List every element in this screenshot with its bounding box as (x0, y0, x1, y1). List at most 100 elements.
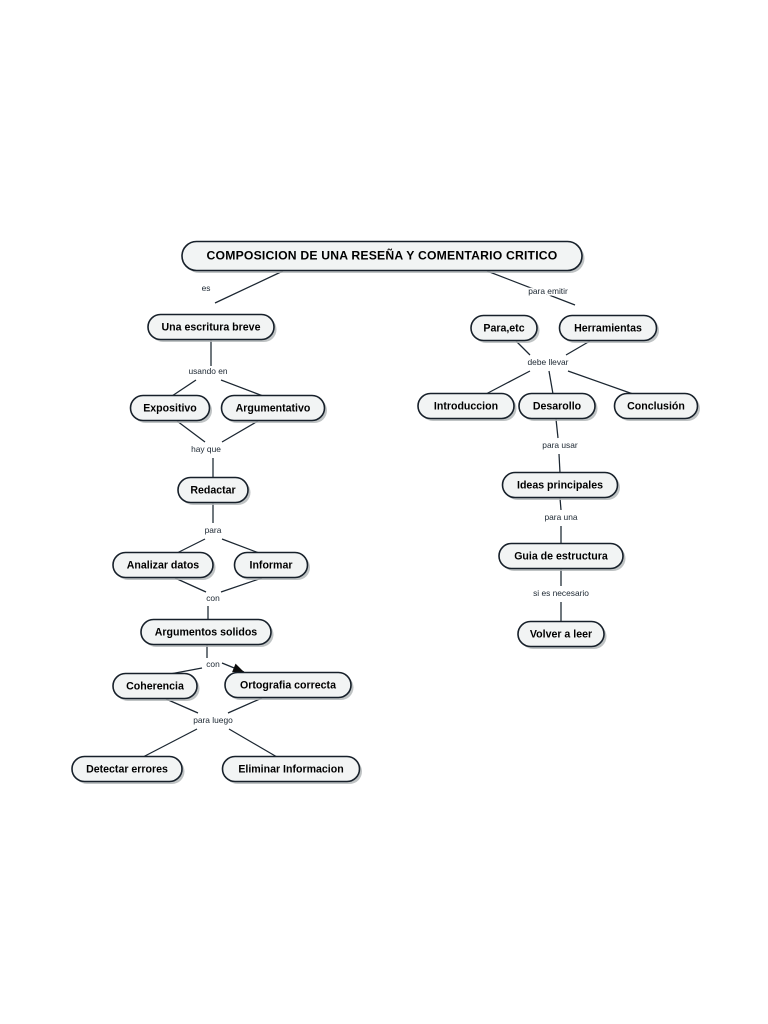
link-label: si es necesario (533, 588, 589, 598)
node-shape (417, 392, 515, 420)
node-label: Redactar (190, 484, 235, 496)
concept-node-eliminar[interactable]: Eliminar Informacion (221, 755, 363, 785)
node-label: Informar (250, 559, 293, 571)
concept-node-introduccion[interactable]: Introduccion (417, 392, 517, 422)
node-label: Expositivo (143, 402, 197, 414)
links-layer (142, 270, 634, 758)
node-shape (220, 394, 326, 422)
node-label: Volver a leer (530, 628, 592, 640)
node-shape (233, 551, 309, 579)
node-shape (613, 392, 699, 420)
link-label-halo: usando en (188, 366, 227, 376)
concept-node-conclusion[interactable]: Conclusión (613, 392, 701, 422)
connector-line (221, 538, 260, 554)
connector-line (515, 340, 531, 356)
node-label: Eliminar Informacion (238, 763, 343, 775)
node-shape (498, 542, 624, 570)
node-shape (558, 314, 658, 342)
node-label: Ortografia correcta (240, 679, 336, 691)
link-label-halo: para emitir (528, 286, 568, 296)
link-label: es (202, 283, 211, 293)
node-shape (518, 392, 596, 420)
link-label: para luego (193, 715, 233, 725)
node-label: Argumentos solidos (155, 626, 258, 638)
connector-line (171, 379, 197, 397)
node-label: Detectar errores (86, 763, 168, 775)
link-label-halo: hay que (191, 444, 221, 454)
concept-node-escritura[interactable]: Una escritura breve (147, 313, 277, 343)
connector-line (558, 453, 561, 474)
node-shape (112, 551, 214, 579)
concept-node-redactar[interactable]: Redactar (177, 476, 251, 506)
node-shape (177, 476, 249, 504)
concept-node-expositivo[interactable]: Expositivo (129, 394, 213, 424)
concept-node-ortografia[interactable]: Ortografia correcta (224, 671, 354, 701)
node-label: Ideas principales (517, 479, 603, 491)
concept-node-ideas[interactable]: Ideas principales (501, 471, 621, 501)
node-label: Una escritura breve (162, 321, 261, 333)
node-shape (224, 671, 352, 699)
node-shape (129, 394, 211, 422)
connector-line (567, 370, 634, 395)
concept-node-herramientas[interactable]: Herramientas (558, 314, 660, 344)
node-label: Para,etc (483, 322, 524, 334)
connector-line (555, 418, 559, 439)
node-shape (71, 755, 183, 783)
link-label-halo: si es necesario (533, 588, 589, 598)
node-label: Introduccion (434, 400, 498, 412)
connector-line (228, 728, 278, 758)
connector-line (485, 370, 531, 395)
link-label-halo: con (206, 659, 220, 669)
concept-node-paraetc[interactable]: Para,etc (470, 314, 540, 344)
node-shape (112, 672, 198, 700)
concept-node-desarollo[interactable]: Desarollo (518, 392, 598, 422)
connector-line (165, 698, 199, 714)
connector-line (565, 340, 591, 356)
connector-line (221, 420, 259, 443)
connector-line (174, 577, 207, 593)
link-label: para usar (542, 440, 578, 450)
concept-node-informar[interactable]: Informar (233, 551, 311, 581)
node-shape (181, 240, 583, 272)
link-label: para una (544, 512, 577, 522)
connector-line (220, 577, 263, 593)
connector-line (142, 728, 198, 758)
link-label: con (206, 593, 220, 603)
connector-line (486, 270, 576, 306)
concept-node-volver[interactable]: Volver a leer (517, 620, 607, 650)
link-label-halo: con (206, 593, 220, 603)
page-title: COMPOSICION DE UNA RESEÑA Y COMENTARIO C… (207, 248, 558, 263)
link-label: con (206, 659, 220, 669)
link-label-halo: es (202, 283, 211, 293)
concept-node-argumentativo[interactable]: Argumentativo (220, 394, 328, 424)
concept-node-guia[interactable]: Guia de estructura (498, 542, 626, 572)
connector-line (548, 370, 554, 395)
arrow-head-icon (232, 663, 244, 673)
concept-node-analizar[interactable]: Analizar datos (112, 551, 216, 581)
concept-node-titulo[interactable]: COMPOSICION DE UNA RESEÑA Y COMENTARIO C… (181, 240, 585, 274)
node-shape (517, 620, 605, 648)
link-label: debe llevar (528, 357, 569, 367)
connector-line (176, 420, 206, 443)
node-label: Coherencia (126, 680, 184, 692)
node-shape (140, 618, 272, 646)
link-label-halo: debe llevar (528, 357, 569, 367)
link-label-halo: para una (544, 512, 577, 522)
node-label: Conclusión (627, 400, 685, 412)
concept-node-detectar[interactable]: Detectar errores (71, 755, 185, 785)
concept-node-argumentos[interactable]: Argumentos solidos (140, 618, 274, 648)
node-shape (501, 471, 619, 499)
node-label: Argumentativo (236, 402, 311, 414)
concept-node-coherencia[interactable]: Coherencia (112, 672, 200, 702)
node-label: Desarollo (533, 400, 582, 412)
link-label-halo: para luego (193, 715, 233, 725)
connector-line (214, 270, 284, 304)
node-shape (147, 313, 275, 341)
link-label-halo: para (205, 525, 222, 535)
node-label: Guia de estructura (514, 550, 608, 562)
link-label: usando en (188, 366, 227, 376)
node-label: Analizar datos (127, 559, 200, 571)
link-label: hay que (191, 444, 221, 454)
